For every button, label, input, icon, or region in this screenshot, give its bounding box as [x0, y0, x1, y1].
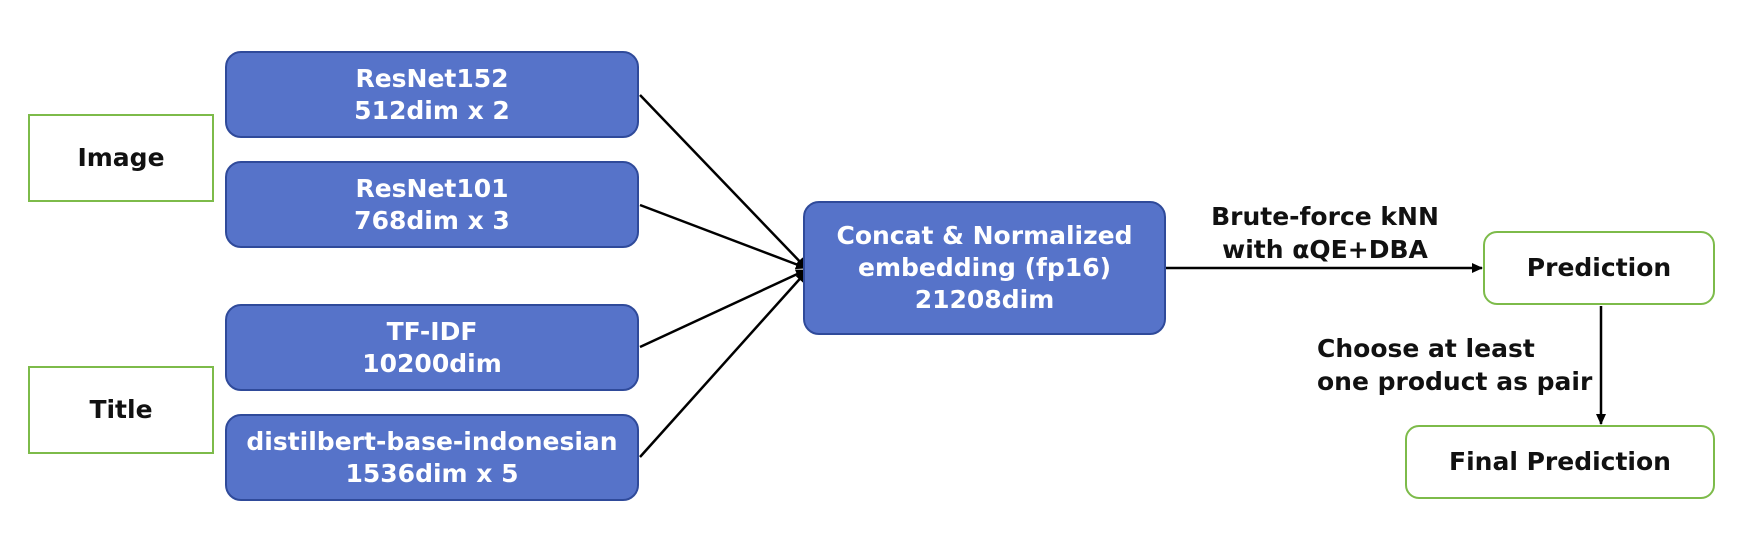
encoder-tfidf-box: TF-IDF 10200dim — [225, 304, 639, 391]
prediction-label: Prediction — [1526, 253, 1672, 282]
encoder-dim: 10200dim — [362, 348, 502, 378]
arrow-resnet101-to-concat — [639, 203, 807, 270]
concat-line-3: 21208dim — [914, 285, 1055, 314]
encoder-distilbert-box: distilbert-base-indonesian 1536dim x 5 — [225, 414, 639, 501]
image-input-label: Image — [77, 143, 165, 172]
final-prediction-box: Final Prediction — [1405, 425, 1715, 499]
encoder-dim: 768dim x 3 — [354, 205, 510, 235]
encoder-dim: 1536dim x 5 — [345, 458, 519, 488]
encoder-name: distilbert-base-indonesian — [246, 426, 618, 456]
concat-embedding-box: Concat & Normalized embedding (fp16) 212… — [803, 201, 1166, 335]
final-prediction-label: Final Prediction — [1449, 447, 1671, 476]
encoder-name: TF-IDF — [386, 316, 478, 346]
choose-pair-label: Choose at least one product as pair — [1317, 333, 1607, 398]
knn-label: Brute-force kNN with αQE+DBA — [1190, 201, 1460, 266]
choose-label-line-1: Choose at least — [1317, 334, 1535, 363]
encoder-name: ResNet101 — [355, 173, 509, 203]
knn-label-line-1: Brute-force kNN — [1211, 202, 1439, 231]
knn-label-line-2: with αQE+DBA — [1222, 234, 1428, 264]
arrow-distilbert-to-concat — [639, 271, 807, 458]
concat-line-2: embedding (fp16) — [857, 253, 1112, 282]
title-input-box: Title — [28, 366, 214, 454]
prediction-box: Prediction — [1483, 231, 1715, 305]
encoder-name: ResNet152 — [355, 63, 509, 93]
encoder-dim: 512dim x 2 — [354, 95, 510, 125]
choose-label-line-2: one product as pair — [1317, 366, 1593, 396]
encoder-resnet152-box: ResNet152 512dim x 2 — [225, 51, 639, 138]
encoder-resnet101-box: ResNet101 768dim x 3 — [225, 161, 639, 248]
arrow-resnet152-to-concat — [639, 94, 807, 269]
arrow-tfidf-to-concat — [639, 268, 807, 349]
image-input-box: Image — [28, 114, 214, 202]
title-input-label: Title — [89, 395, 153, 424]
concat-line-1: Concat & Normalized — [836, 221, 1133, 250]
